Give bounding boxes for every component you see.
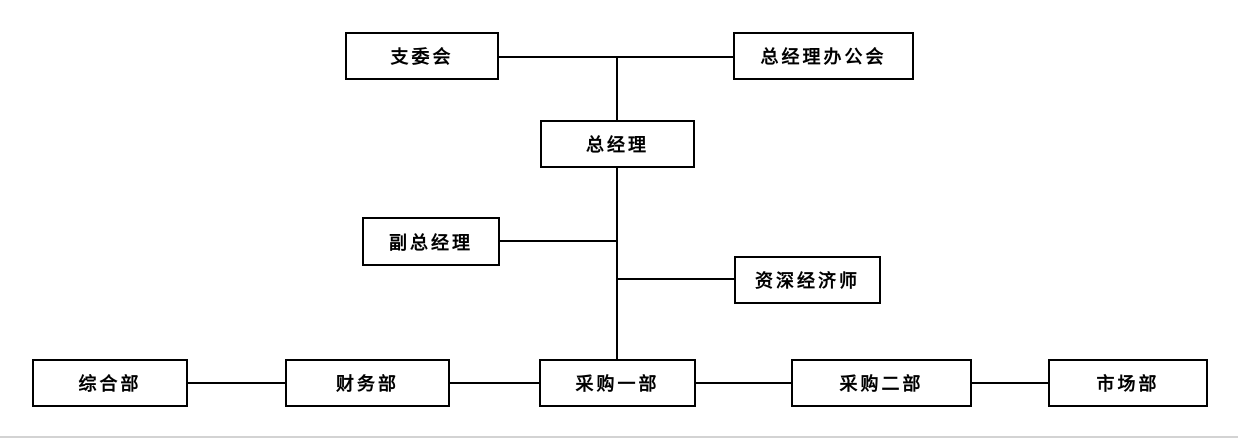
dept-box-procurement-1: 采购一部 — [539, 359, 696, 407]
connector-dept-4 — [971, 382, 1049, 384]
party-branch-box: 支委会 — [345, 32, 499, 80]
connector-dept-3 — [695, 382, 792, 384]
dept-box-market: 市场部 — [1048, 359, 1208, 407]
senior-economist-box: 资深经济师 — [734, 256, 881, 304]
connector-dept-2 — [449, 382, 540, 384]
gm-office-meeting-box: 总经理办公会 — [733, 32, 914, 80]
connector-dept-1 — [187, 382, 286, 384]
bottom-divider — [0, 436, 1238, 438]
connector-spine — [616, 168, 618, 359]
deputy-gm-box: 副总经理 — [362, 217, 500, 266]
dept-box-procurement-2: 采购二部 — [791, 359, 972, 407]
connector-top-to-gm — [616, 56, 618, 121]
dept-box-finance: 财务部 — [285, 359, 450, 407]
connector-deputy — [499, 240, 617, 242]
connector-economist — [616, 278, 735, 280]
general-manager-box: 总经理 — [540, 120, 695, 168]
dept-box-general: 综合部 — [32, 359, 188, 407]
